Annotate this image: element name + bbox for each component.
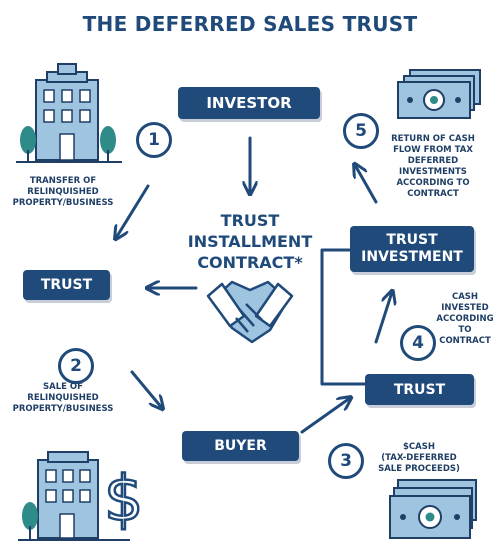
trust-right-box: TRUST [365, 374, 474, 405]
handshake-icon [206, 280, 294, 344]
step-2-caption: SALE OF RELINQUISHED PROPERTY/BUSINESS [12, 382, 114, 414]
cash-stack-icon-top [397, 69, 481, 119]
trust-investment-box: TRUST INVESTMENT [350, 226, 474, 272]
page-title: THE DEFERRED SALES TRUST [82, 12, 418, 36]
trust-installment-contract-label: TRUST INSTALLMENT CONTRACT* [187, 211, 313, 272]
arrow-step5-return [355, 165, 378, 204]
buyer-box: BUYER [182, 431, 299, 461]
cash-stack-icon-bottom [389, 479, 477, 539]
step-5-number: 5 [343, 113, 379, 149]
arrow-buyer-to-trust [300, 398, 350, 434]
step-3-number: 3 [328, 443, 364, 479]
step-4-number: 4 [400, 325, 436, 361]
investor-box: INVESTOR [178, 87, 320, 119]
arrow-step1-to-trust [116, 184, 150, 238]
trust-left-box: TRUST [23, 270, 110, 300]
step-5-caption: RETURN OF CASH FLOW FROM TAX DEFERRED IN… [391, 134, 475, 199]
step-1-caption: TRANSFER OF RELINQUISHED PROPERTY/BUSINE… [12, 176, 114, 208]
building-dollar-icon: $ [18, 451, 145, 541]
svg-text:$: $ [104, 462, 143, 535]
arrow-step4-to-investment [374, 292, 392, 344]
building-icon [16, 63, 122, 163]
arrow-step2-to-buyer [130, 370, 162, 408]
step-3-caption: $CASH (TAX-DEFERRED SALE PROCEEDS) [378, 442, 460, 474]
step-2-number: 2 [58, 348, 94, 384]
connector-investment-trust [320, 248, 367, 386]
step-1-number: 1 [136, 122, 172, 158]
step-4-caption: CASH INVESTED ACCORDING TO CONTRACT [436, 292, 494, 346]
